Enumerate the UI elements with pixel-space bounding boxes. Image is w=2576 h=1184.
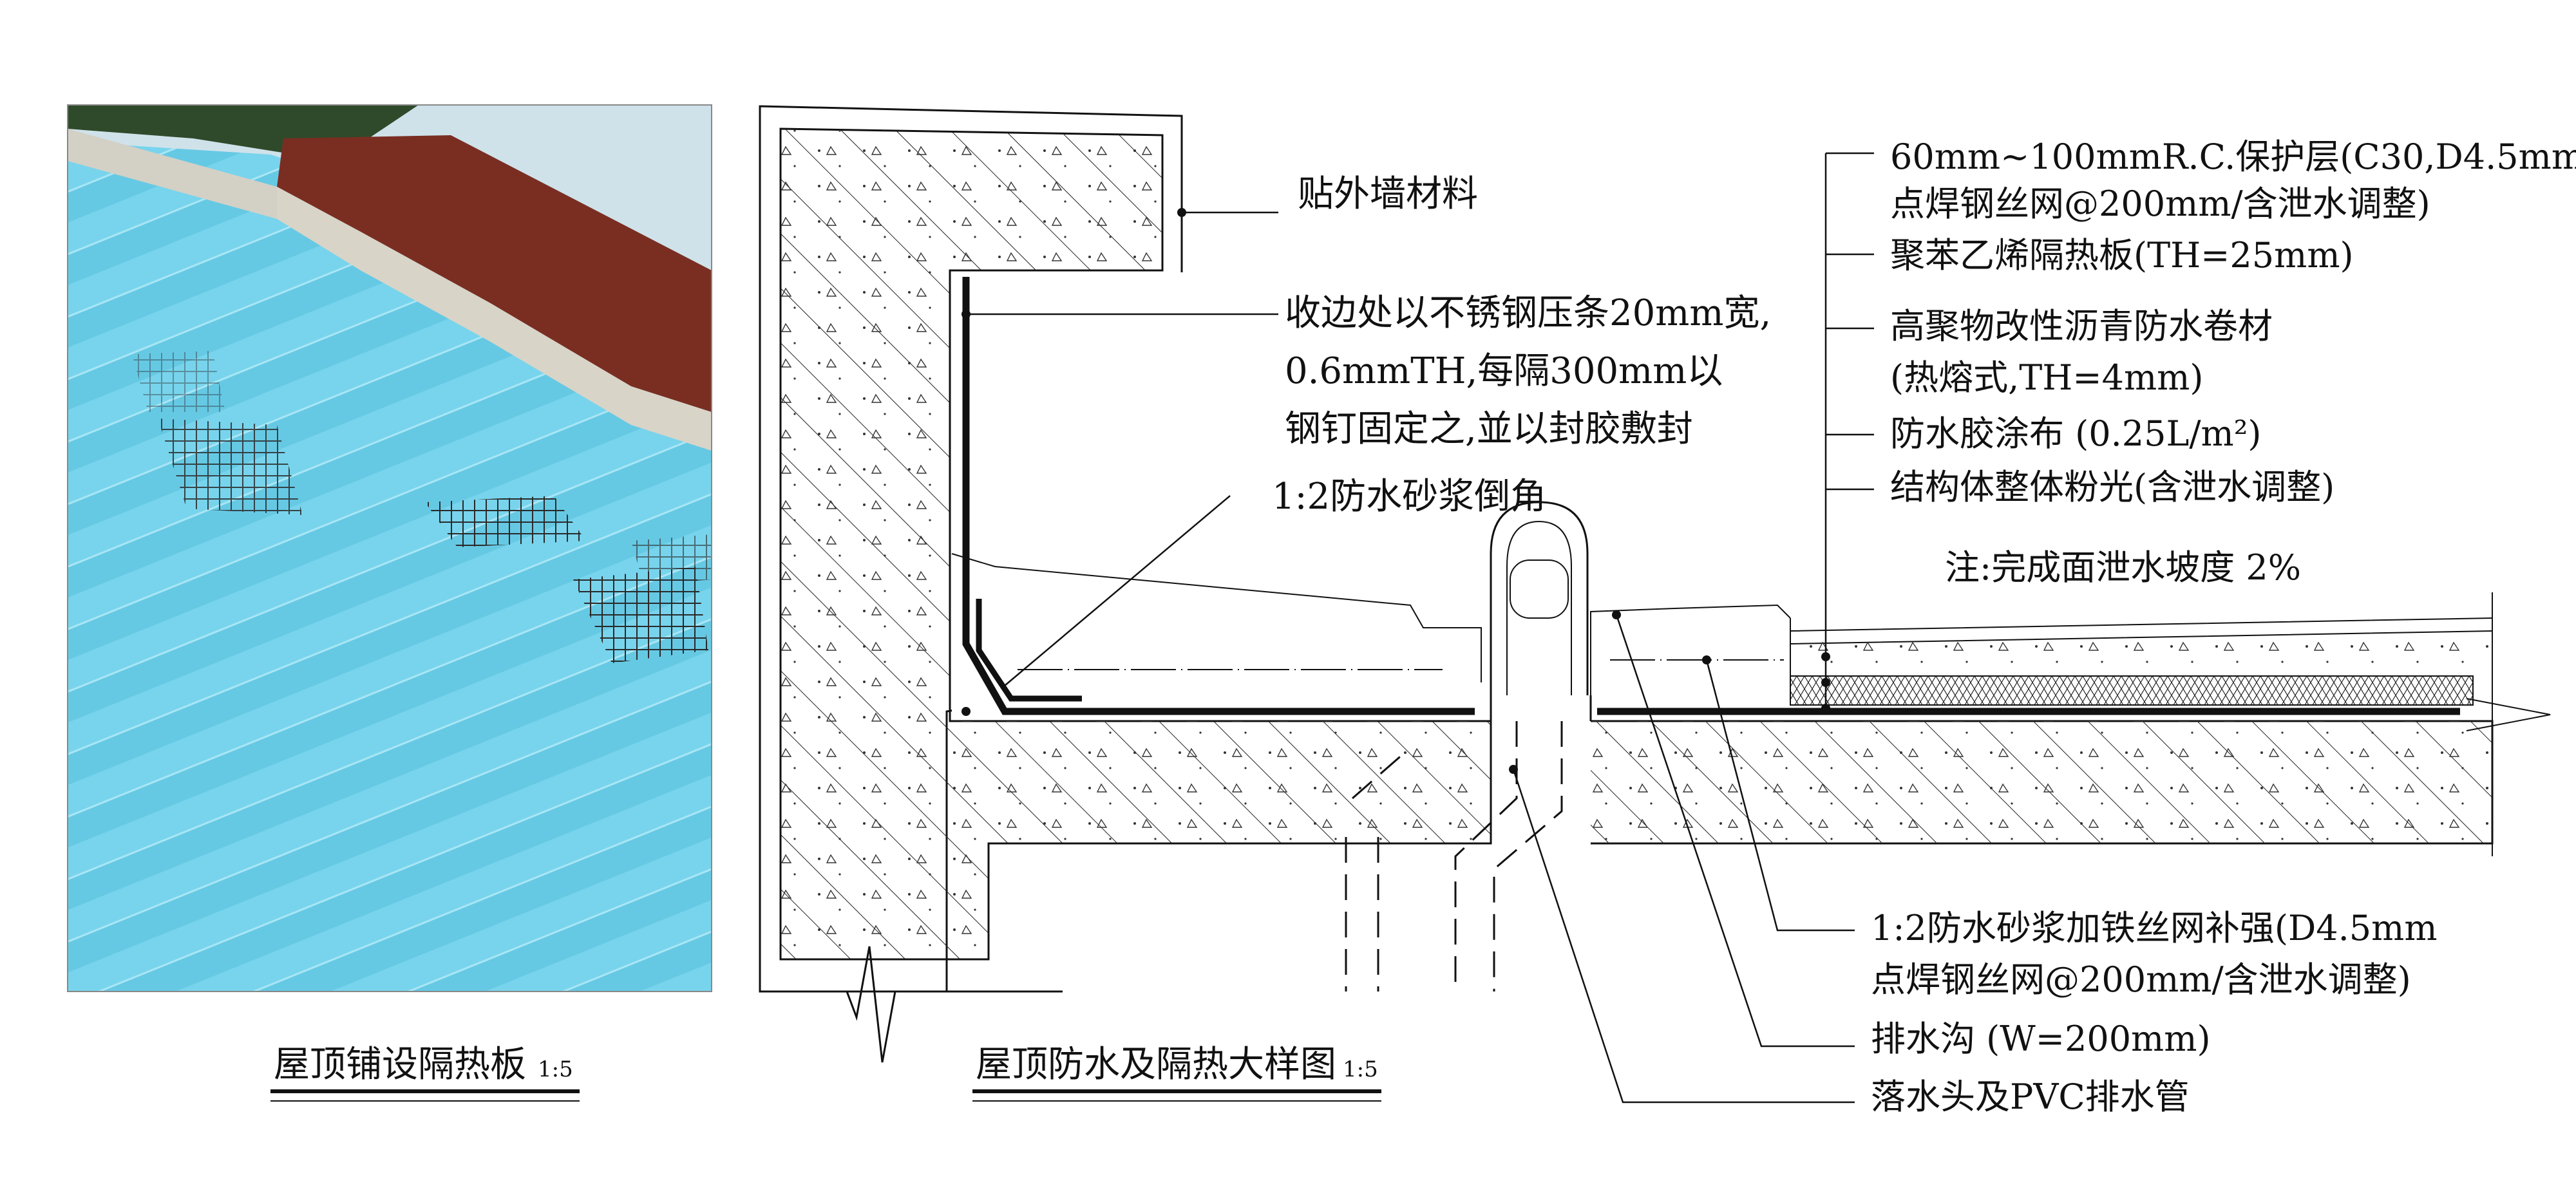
mesh-patch: [573, 567, 708, 663]
parapet-inner-void: [952, 272, 1486, 720]
detail-caption-title: 屋顶防水及隔热大样图: [976, 1044, 1336, 1085]
photo-parapet-left: [68, 129, 277, 219]
label-chamfer: 1:2防水砂浆倒角: [1272, 476, 1546, 518]
label-protect-1: 60mm~100mmR.C.保护层(C30,D4.5mm: [1890, 136, 2576, 177]
photo-sky: [68, 105, 712, 303]
photo-mesh-patches: [132, 351, 712, 663]
callouts-left: 贴外墙材料 收边处以不锈钢压条20mm宽, 0.6mmTH,每隔300mm以 钢…: [1272, 173, 1771, 518]
leader-dot: [1821, 704, 1830, 713]
label-membrane-1: 高聚物改性沥青防水卷材: [1890, 306, 2273, 346]
pipe-left-dashed: [1345, 752, 1405, 991]
leader-dot: [961, 707, 971, 716]
label-slope-note: 注:完成面泄水坡度 2%: [1945, 547, 2301, 588]
drain-head: [1490, 501, 1589, 695]
membrane-left: [962, 277, 1475, 715]
leader-dot: [1509, 765, 1518, 774]
callouts-bottom: 1:2防水砂浆加铁丝网补强(D4.5mm 点焊钢丝网@200mm/含泄水调整) …: [1871, 908, 2438, 1117]
label-protect-2: 点焊钢丝网@200mm/含泄水调整): [1890, 183, 2430, 224]
leader-dots: [961, 208, 1830, 774]
leader-dot: [1702, 655, 1711, 664]
break-symbol-right: [2466, 698, 2551, 731]
protective-layer-dots: [1790, 637, 2492, 676]
mesh-patch: [631, 534, 712, 586]
label-ss-strip-3: 钢钉固定之,並以封胶敷封: [1285, 408, 1693, 450]
leader-mortar: [1705, 659, 1855, 932]
photo-caption-title: 屋顶铺设隔热板: [274, 1044, 526, 1085]
leader-dot: [961, 310, 971, 319]
label-drain: 落水头及PVC排水管: [1871, 1076, 2190, 1117]
detail-caption: 屋顶防水及隔热大样图 1:5: [972, 1044, 1381, 1102]
break-line: [846, 946, 1063, 1063]
label-screed: 结构体整体粉光(含泄水调整): [1890, 467, 2334, 507]
drain-head-inner: [1506, 520, 1572, 695]
label-gutter: 排水沟 (W=200mm): [1871, 1019, 2211, 1059]
leader-drain: [1512, 769, 1855, 1104]
pvc-pipe-right: [1493, 721, 1563, 991]
leader-dot: [1821, 678, 1830, 687]
mesh-patch: [132, 351, 225, 412]
pvc-pipe-left: [1454, 721, 1518, 991]
detail-drawing: [759, 105, 2551, 1063]
gutter-screed-right: [1590, 604, 1791, 695]
photo-tile-roof: [277, 135, 712, 412]
eps-board: [1790, 675, 2474, 706]
leader-chamfer: [1004, 495, 1231, 686]
label-membrane-2: (热熔式,TH=4mm): [1890, 357, 2203, 398]
photo-frame: [67, 104, 712, 992]
mesh-patch: [425, 496, 586, 547]
slab-aggregate: [1591, 721, 2492, 843]
label-ss-strip-1: 收边处以不锈钢压条20mm宽,: [1285, 292, 1771, 334]
label-coating: 防水胶涂布 (0.25L/m²): [1890, 413, 2261, 454]
leader-dot: [1177, 208, 1186, 217]
callouts-right: 60mm~100mmR.C.保护层(C30,D4.5mm 点焊钢丝网@200mm…: [1890, 136, 2576, 588]
leader-lines: [966, 152, 1874, 1104]
label-mortar-2: 点焊钢丝网@200mm/含泄水调整): [1871, 959, 2411, 1000]
parapet-aggregate: [781, 129, 1491, 959]
leader-dot: [1612, 610, 1621, 619]
membrane-chamfer: [976, 599, 1082, 702]
leader-gutter: [1615, 614, 1855, 1048]
mesh-patch: [158, 418, 303, 515]
gutter-walls: [1490, 695, 1592, 721]
photo-caption: 屋顶铺设隔热板 1:5: [270, 1044, 580, 1102]
protective-screed-left: [951, 553, 1482, 682]
label-mortar-1: 1:2防水砂浆加铁丝网补强(D4.5mm: [1871, 908, 2438, 948]
label-eps: 聚苯乙烯隔热板(TH=25mm): [1890, 235, 2354, 276]
leader-dot: [1821, 652, 1830, 661]
photo-parapet: [277, 187, 712, 451]
detail-caption-scale: 1:5: [1343, 1057, 1378, 1082]
label-ss-strip-2: 0.6mmTH,每隔300mm以: [1285, 350, 1723, 392]
photo-caption-scale: 1:5: [538, 1057, 573, 1082]
label-wall-finish: 贴外墙材料: [1298, 173, 1478, 215]
drain-grate: [1510, 559, 1569, 619]
roof-photo: [68, 105, 712, 991]
